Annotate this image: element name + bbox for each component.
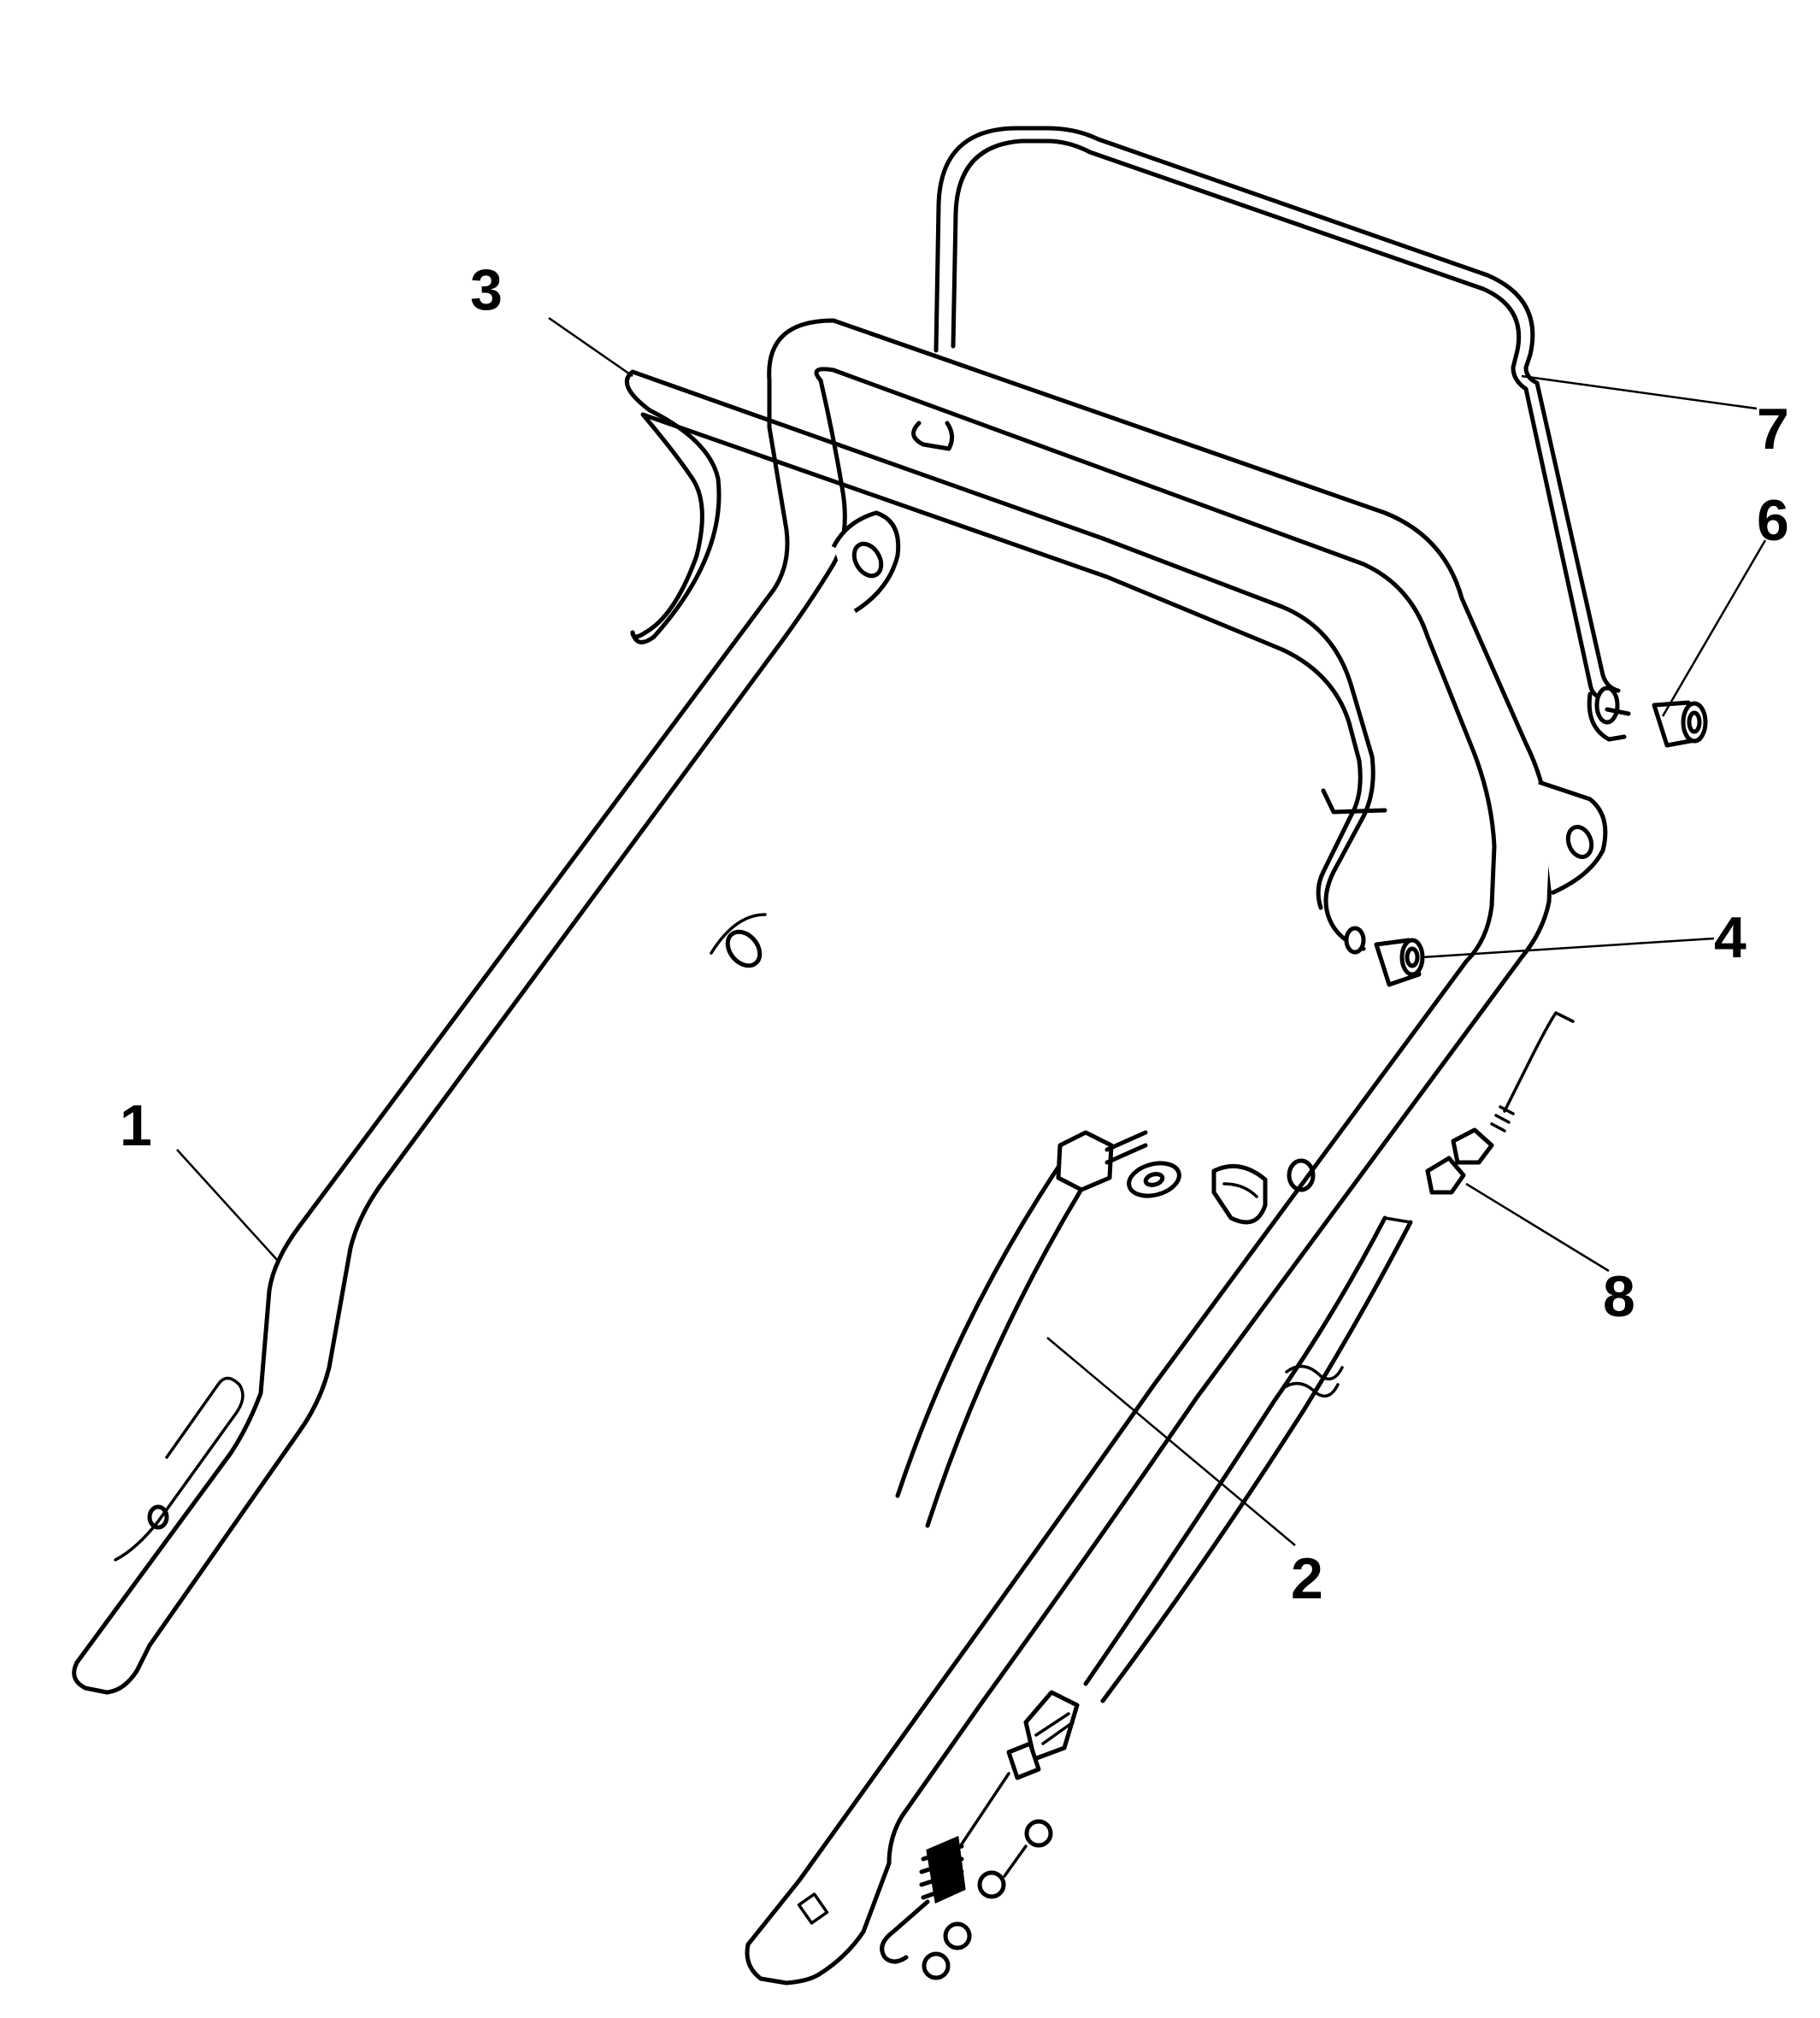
callout-8: 8 <box>1603 1264 1635 1329</box>
leader-7 <box>1521 374 1758 410</box>
drive-bail-bar <box>934 126 1631 742</box>
bush-part-6 <box>1652 700 1708 748</box>
callout-1: 1 <box>120 1093 152 1158</box>
cable-part-8 <box>880 1011 1575 1980</box>
main-handle <box>72 318 1608 1986</box>
callout-6: 6 <box>1757 488 1789 553</box>
leader-lines <box>176 316 1767 1546</box>
leader-3 <box>548 316 633 378</box>
leader-2 <box>1046 1337 1296 1546</box>
leader-4 <box>1421 937 1715 959</box>
bush-part-4 <box>1374 938 1425 987</box>
brake-bail-bar <box>624 369 1387 955</box>
cable-part-2 <box>895 1130 1181 1528</box>
callout-3: 3 <box>470 257 503 322</box>
leader-1 <box>176 1149 279 1262</box>
callout-7: 7 <box>1757 397 1789 462</box>
callout-4: 4 <box>1714 905 1746 970</box>
callout-2: 2 <box>1291 1546 1323 1611</box>
leader-6 <box>1661 539 1767 717</box>
leader-8 <box>1465 1182 1610 1273</box>
callout-labels: 1 2 3 4 6 7 8 <box>120 257 1789 1611</box>
